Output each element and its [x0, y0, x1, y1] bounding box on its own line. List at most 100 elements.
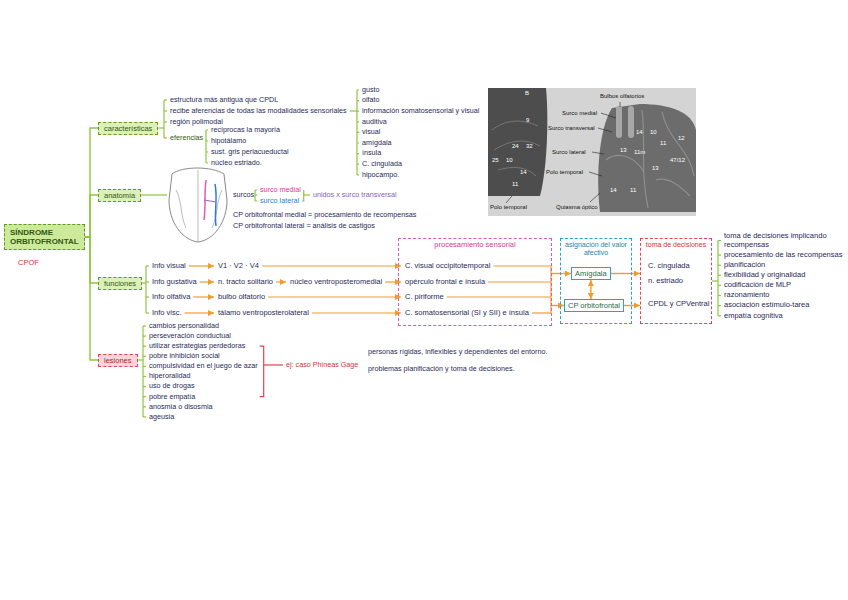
branch-line — [143, 346, 146, 347]
sketch-gyrus — [176, 170, 222, 242]
flow-arrow — [262, 265, 401, 266]
branch-line — [158, 127, 164, 128]
efference-item: hipotálamo — [211, 137, 246, 145]
branch-line — [718, 295, 721, 296]
node-text: toma de decisiones — [644, 241, 708, 249]
branch-line — [206, 129, 208, 130]
input-text: Info visual — [152, 262, 186, 271]
branch-line — [143, 416, 146, 417]
afference-item: C. cingulada — [362, 160, 402, 168]
lesion-item: cambios personalidad — [149, 322, 219, 330]
cortex-text: C. piriforme — [405, 293, 444, 302]
branch-line — [206, 151, 208, 152]
connector — [85, 237, 98, 360]
callout-number: 11 — [630, 187, 636, 194]
flow-arrow — [312, 312, 401, 313]
flow-line — [488, 281, 551, 282]
branch-line — [255, 189, 257, 190]
branch-line — [718, 305, 721, 306]
abbreviation: CPOF — [18, 259, 39, 268]
afference-item: amígdala — [362, 139, 392, 147]
branch-line — [206, 162, 208, 163]
target-text: C. cingulada — [648, 262, 690, 271]
branch-line — [357, 164, 359, 165]
callout-number: 13 — [620, 147, 627, 154]
branch-line — [718, 254, 721, 255]
node-text: asignación del valor afectivo — [564, 241, 628, 257]
node-text: SÍNDROME ORBITOFRONTAL — [10, 228, 79, 246]
target-text: n. estriado — [648, 277, 683, 286]
lesion-item: utilizar estrategias perdedoras — [149, 342, 245, 350]
input-text: Info gustativa — [152, 278, 197, 287]
root-topic: SÍNDROME ORBITOFRONTAL — [4, 224, 85, 250]
photo-label: Bulbos olfatorios — [600, 93, 644, 100]
flow-line — [493, 265, 551, 266]
function-item: toma de decisiones implicando recompensa… — [724, 232, 844, 249]
lateral-sulcus — [215, 184, 216, 226]
feature-text: estructura más antigua que CPDL — [170, 96, 278, 104]
input-text: Info visc. — [152, 309, 182, 318]
lesion-item: hiperoralidad — [149, 372, 191, 380]
branch-line — [357, 153, 359, 154]
branch-line — [357, 100, 359, 101]
sulcus-text: surco lateral — [260, 197, 299, 205]
branch-line — [164, 99, 167, 100]
branch-line — [718, 275, 721, 276]
bracket — [260, 346, 264, 397]
function-item: empatía cognitiva — [724, 312, 844, 321]
branch-line — [718, 240, 721, 241]
afference-item: auditiva — [362, 118, 387, 126]
branch-box: anatomía — [98, 189, 141, 202]
callout-number: 10 — [506, 157, 513, 164]
function-item: planificación — [724, 261, 844, 270]
feature-text: recibe aferencias de todas las modalidad… — [170, 107, 347, 115]
leader-line — [506, 102, 620, 203]
callout-number: 24 — [512, 143, 519, 150]
photo-label: Quiasma óptico — [556, 204, 598, 211]
callout-number: 14 — [610, 187, 617, 194]
lesion-item: pobre inhibición social — [149, 352, 220, 360]
efference-item: recíprocas la mayoría — [211, 126, 280, 134]
branch-line — [138, 359, 143, 360]
note-text: problemas planificación y toma de decisi… — [368, 365, 515, 373]
branch-line — [718, 265, 721, 266]
flow-line — [447, 296, 551, 297]
branch-line — [143, 376, 146, 377]
branch-line — [357, 142, 359, 143]
callout-number: 9 — [526, 117, 529, 124]
callout-number: 32 — [526, 143, 533, 150]
function-item: asociación estímulo-tarea — [724, 301, 844, 310]
sulcus-text: surco medial — [260, 186, 301, 194]
branch-line — [164, 137, 167, 138]
branch-line — [141, 194, 167, 195]
efference-item: núcleo estriado. — [211, 159, 262, 167]
node-text: lesiones — [104, 356, 132, 365]
branch-line — [357, 111, 359, 112]
node-text: anatomía — [104, 191, 135, 200]
flow-arrow — [189, 265, 214, 266]
branch-line — [145, 266, 146, 313]
olfactory-bulb — [628, 106, 634, 138]
branch-line — [143, 325, 146, 326]
branch-line — [146, 265, 149, 266]
relay-text: V1 · V2 · V4 — [218, 262, 259, 271]
node-text: funciones — [104, 279, 136, 288]
callout-number: 10 — [650, 129, 657, 136]
callout-number: 47/12 — [670, 157, 685, 164]
photo-label: Polo temporal — [546, 169, 583, 176]
branch-line — [718, 315, 721, 316]
lesion-item: ageusia — [149, 413, 174, 421]
efference-item: sust. gris periacueductal — [211, 148, 289, 156]
lesion-item: uso de drogas — [149, 382, 195, 390]
photo-label: Polo temporal — [490, 204, 527, 211]
relay-text: tálamo ventroposterolateral — [218, 309, 309, 318]
afference-item: gusto — [362, 86, 380, 94]
lesion-item: pobre empatía — [149, 393, 195, 401]
bracket — [264, 364, 283, 365]
flow-arrow — [276, 281, 286, 282]
branch-line — [205, 130, 206, 163]
flow-arrow — [268, 296, 401, 297]
branch-line — [712, 280, 718, 281]
brain-underside — [598, 104, 696, 212]
branch-line — [146, 281, 149, 282]
